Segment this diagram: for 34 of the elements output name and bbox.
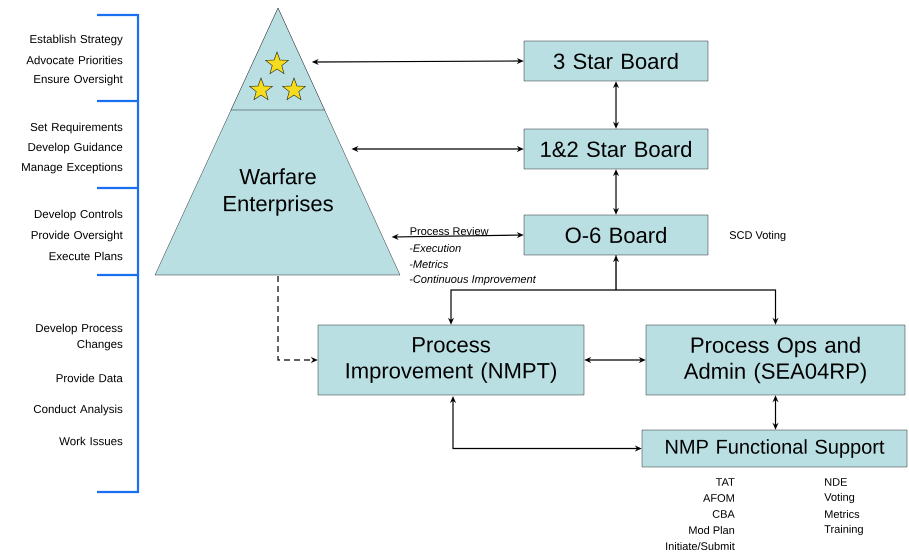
role-text: Set Requirements — [30, 122, 122, 134]
note-text: CBA — [712, 510, 735, 518]
note-text: SCD Voting — [730, 230, 786, 242]
board-box: 1&2 Star Board — [524, 128, 708, 170]
role-text: Advocate Priorities — [26, 56, 122, 64]
role-text: Conduct Analysis — [34, 404, 122, 416]
board-box: Process Improvement (NMPT) — [318, 324, 584, 396]
note-text: Initiate/Submit — [666, 542, 735, 550]
role-text: Execute Plans — [50, 252, 122, 260]
apex-section — [230, 8, 325, 110]
role-text: Develop Controls — [34, 210, 122, 220]
note-text: Voting — [824, 492, 854, 504]
role-text: Develop Process Changes — [36, 324, 122, 350]
note-text: AFOM — [703, 494, 734, 502]
role-text: Work Issues — [59, 436, 122, 446]
review-item: -Continuous Improvement — [410, 274, 536, 286]
role-text: Establish Strategy — [30, 34, 123, 46]
role-text: Provide Oversight — [32, 230, 123, 242]
board-box: Process Ops and Admin (SEA04RP) — [646, 324, 906, 396]
role-text: Develop Guidance — [28, 142, 122, 154]
review-item: -Execution — [410, 244, 461, 252]
review-item: -Metrics — [410, 260, 448, 268]
role-text: Ensure Oversight — [34, 74, 123, 86]
note-text: Metrics — [825, 510, 860, 518]
board-box: 3 Star Board — [524, 40, 708, 82]
note-text: Training — [824, 524, 863, 536]
board-box: O-6 Board — [524, 214, 708, 256]
role-text: Manage Exceptions — [22, 162, 122, 174]
note-text: Mod Plan — [689, 526, 734, 534]
edge-label: Process Review — [410, 226, 489, 236]
board-box: NMP Functional Support — [642, 430, 908, 468]
role-text: Provide Data — [56, 374, 123, 382]
note-text: TAT — [716, 478, 735, 486]
note-text: NDE — [825, 478, 847, 486]
